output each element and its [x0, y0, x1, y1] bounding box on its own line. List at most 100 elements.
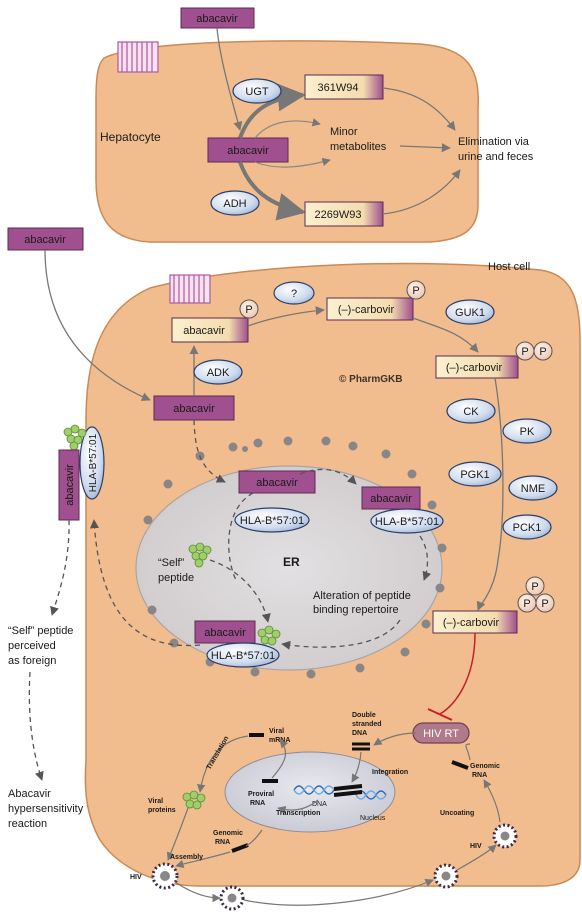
arrow-minor-elim	[399, 143, 451, 153]
assembly-label: Assembly	[170, 854, 203, 861]
self-peptide-label-2: peptide	[158, 572, 194, 584]
ck-label: CK	[463, 406, 479, 418]
minor-metabolites-label-2: metabolites	[330, 141, 387, 153]
abacavir-top-box: abacavir	[180, 7, 255, 29]
perceived-label-3: as foreign	[8, 655, 56, 667]
genomic-rna-right-bar	[451, 760, 469, 770]
hla-er1-label: HLA-B*57:01	[240, 515, 304, 527]
carbovir-p-label: (–)-carbovir	[338, 304, 395, 316]
hla-er2-label: HLA-B*57:01	[375, 516, 439, 528]
hiv-virion-left-icon	[151, 862, 179, 890]
arrow-virus-uncoating	[483, 779, 501, 823]
phosphate-4-label: P	[539, 346, 546, 358]
ds-dna-label-2: stranded	[352, 721, 382, 728]
hla-er3-label: HLA-B*57:01	[211, 650, 275, 662]
arrow-carbovir-p-to-pp	[412, 317, 479, 353]
arrow-proteins-to-assembly	[166, 807, 189, 861]
reaction-label-2: hypersensitivity	[8, 803, 84, 815]
unknown-enzyme-label: ?	[291, 288, 297, 300]
arrow-dsdna-to-integration	[351, 751, 362, 783]
membrane-channel-icon	[117, 41, 159, 73]
elimination-label-2: urine and feces	[458, 151, 534, 163]
abacavir-er1-box: abacavir	[238, 470, 316, 494]
metabolite-2269-box: 2269W93	[304, 201, 384, 227]
proviral-rna-label-2: RNA	[250, 800, 265, 807]
hiv-left-label: HIV	[130, 874, 142, 881]
hla-er1: HLA-B*57:01	[234, 507, 310, 533]
carbovir-ppp-label: (–)-carbovir	[443, 617, 500, 629]
er-body	[135, 465, 443, 671]
abacavir-er2-label: abacavir	[370, 493, 412, 505]
phosphate-3-icon: P P	[515, 341, 553, 361]
inhibition-line	[439, 632, 476, 715]
carbovir-pp-box: (–)-carbovir	[435, 355, 519, 379]
guk1-label: GUK1	[455, 307, 485, 319]
proviral-rna-label-1: Proviral	[248, 791, 274, 798]
reaction-label-3: reaction	[8, 818, 47, 830]
arrow-to-minor-1	[254, 118, 321, 139]
arrow-p-to-carbovir	[247, 306, 325, 327]
hiv-virion-bottom-icon	[219, 885, 245, 911]
carbovir-pp-label: (–)-carbovir	[446, 362, 503, 374]
er-label: ER	[283, 555, 300, 569]
arrow-pp-to-ppp	[476, 377, 504, 611]
abacavir-left-box: abacavir	[7, 227, 84, 251]
arrow-dna-to-proviral	[277, 799, 319, 815]
dashed-surface-to-perceived	[50, 519, 70, 616]
arrow-proviral-to-mrna	[271, 739, 289, 779]
abacavir-left-label: abacavir	[24, 234, 66, 246]
abacavir-host-label: abacavir	[173, 403, 215, 415]
abacavir-host-box: abacavir	[153, 395, 235, 421]
metabolite-361-box: 361W94	[304, 74, 384, 100]
arrow-to-361	[238, 83, 306, 139]
hiv-virion-right-icon	[492, 823, 518, 849]
abacavir-top-label: abacavir	[196, 13, 238, 25]
dashed-perceived-to-reaction	[28, 671, 44, 781]
phosphate-triple-icon: P P P	[517, 576, 555, 613]
pck1-label: PCK1	[513, 522, 542, 534]
phosphate-1-icon: P	[239, 299, 259, 319]
abacavir-hep-box: abacavir	[207, 137, 289, 163]
hla-er3: HLA-B*57:01	[206, 642, 280, 668]
abacavir-p-box: abacavir	[171, 317, 249, 343]
inhibition-bar	[427, 708, 453, 721]
surface-hla-label: HLA-B*57:01	[88, 433, 99, 492]
carbovir-ppp-box: (–)-carbovir	[432, 610, 518, 634]
pk-label: PK	[520, 426, 535, 438]
ds-dna-label-3: DNA	[352, 730, 367, 737]
self-peptide-cluster-icon	[188, 542, 212, 568]
abacavir-p-label: abacavir	[183, 325, 225, 337]
genomic-rna-right-label-2: RNA	[472, 772, 487, 779]
uncoating-label: Uncoating	[440, 810, 474, 817]
pgk1-label: PGK1	[460, 469, 489, 481]
genomic-rna-right-label-1: Genomic	[470, 763, 500, 770]
metabolite-2269-label: 2269W93	[314, 209, 361, 221]
hiv-rt-enzyme: HIV RT	[412, 722, 470, 744]
arrow-2269-elim	[382, 169, 461, 215]
hiv-right-label: HIV	[470, 843, 482, 850]
viral-proteins-label-1: Viral	[148, 798, 163, 805]
pk-enzyme: PK	[502, 418, 552, 444]
hepatocyte-label: Hepatocyte	[100, 130, 161, 144]
nme-enzyme: NME	[508, 475, 558, 501]
arrow-to-minor-2	[254, 157, 331, 168]
ck-enzyme: CK	[446, 398, 496, 424]
arrow-bottom-travel	[243, 879, 434, 906]
hiv-rt-label: HIV RT	[423, 728, 459, 740]
alteration-label-1: Alteration of peptide	[313, 590, 411, 602]
peptide-bound-icon	[257, 625, 281, 646]
adk-label: ADK	[207, 367, 230, 379]
integration-label: Integration	[372, 769, 408, 776]
hla-er2: HLA-B*57:01	[370, 508, 444, 534]
arrow-left-into-host	[44, 249, 151, 401]
dashed-er2-to-alteration	[419, 535, 432, 581]
arrow-genomic-rna-left	[245, 829, 263, 847]
arrow-361-elim	[382, 87, 456, 131]
phosphate-5-label: P	[531, 581, 538, 593]
nme-label: NME	[521, 483, 545, 495]
carbovir-p-box: (–)-carbovir	[326, 297, 414, 321]
alteration-label-2: binding repertoire	[313, 604, 399, 616]
viral-proteins-icon	[182, 790, 206, 810]
perceived-label-1: “Self” peptide	[8, 625, 73, 637]
phosphate-6-label: P	[523, 598, 530, 610]
